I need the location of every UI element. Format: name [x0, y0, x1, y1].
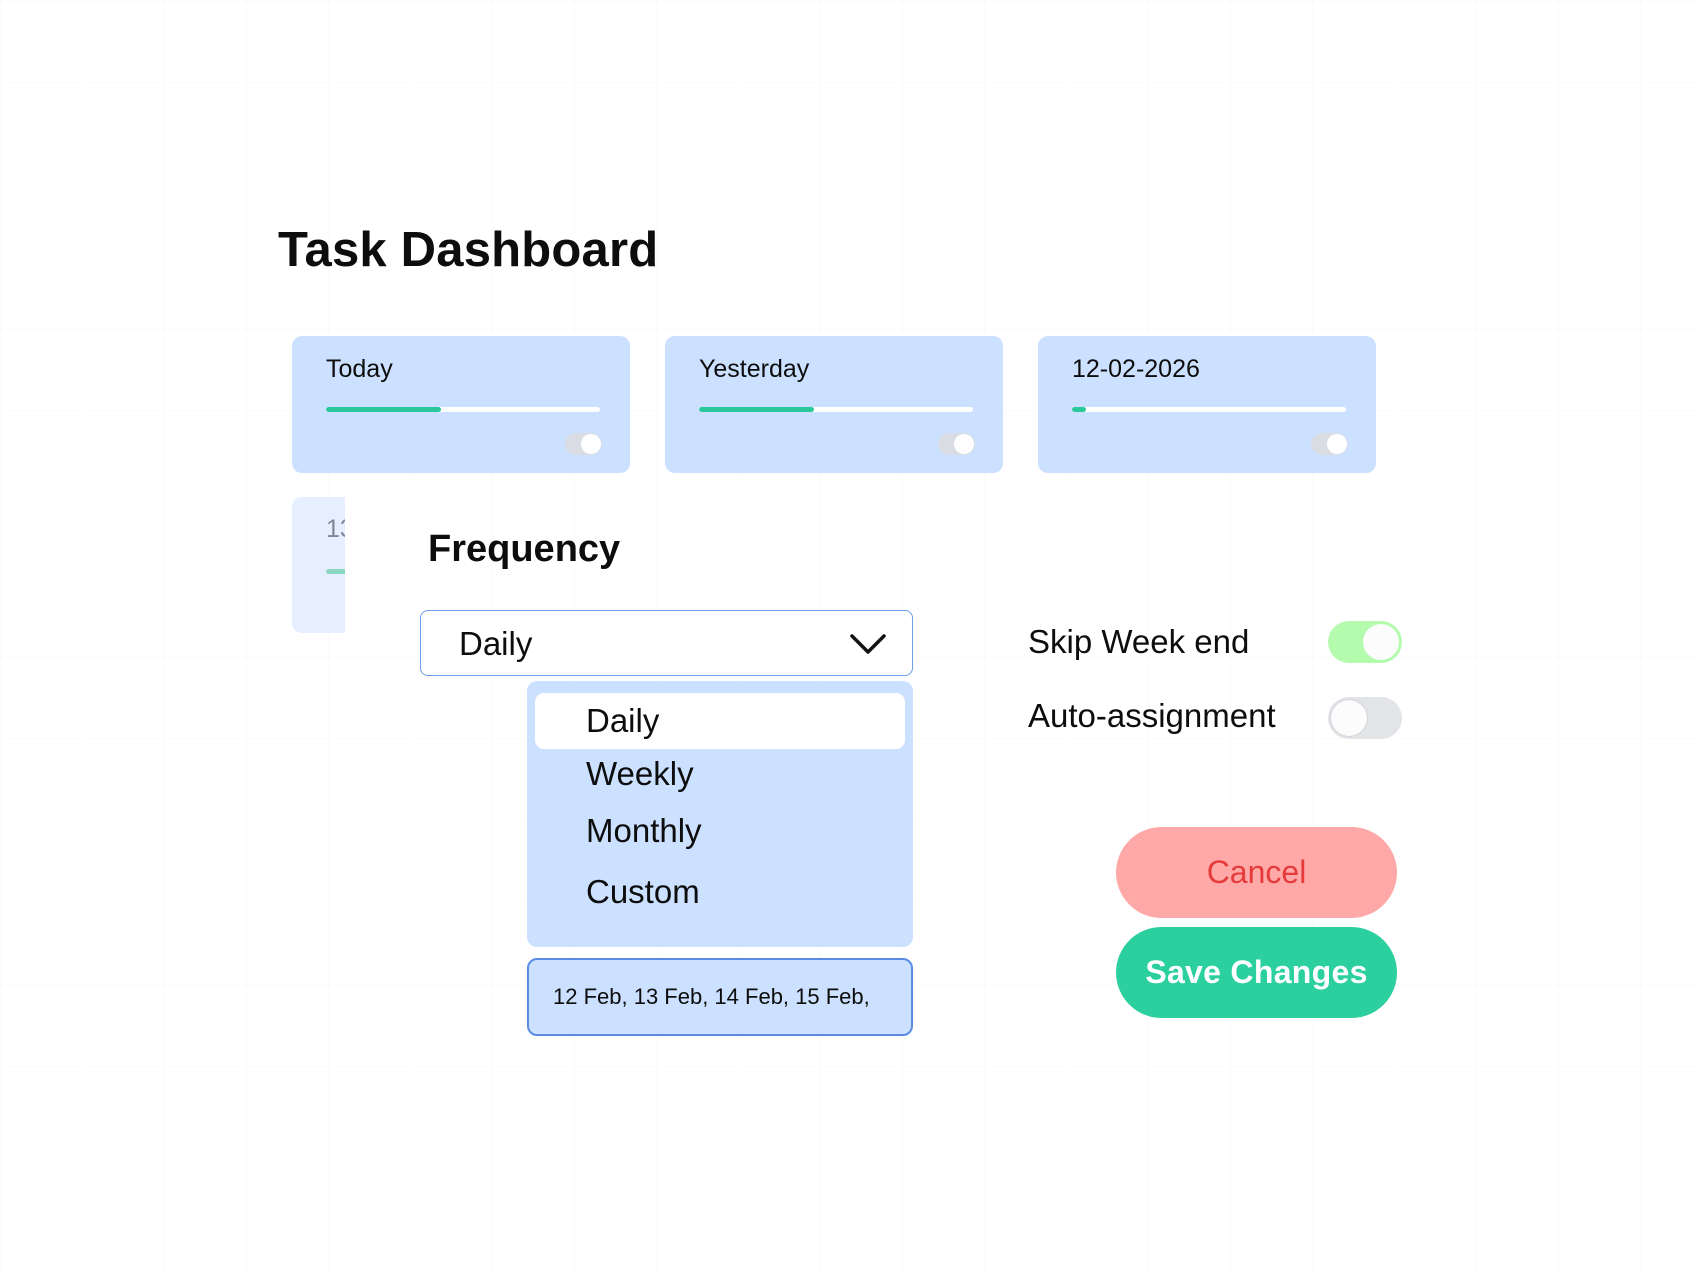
cancel-button[interactable]: Cancel	[1116, 827, 1397, 918]
frequency-option-custom[interactable]: Custom	[586, 873, 700, 910]
partial-task-card: 13	[292, 497, 345, 633]
skip-weekend-toggle[interactable]	[1328, 621, 1402, 663]
task-card-toggle[interactable]	[1311, 433, 1348, 455]
task-card-toggle[interactable]	[565, 433, 602, 455]
task-card-today[interactable]: Today	[292, 336, 630, 473]
page-title: Task Dashboard	[278, 223, 659, 277]
progress-bar	[699, 407, 973, 412]
auto-assignment-label: Auto-assignment	[1028, 697, 1276, 734]
frequency-option-weekly[interactable]: Weekly	[586, 755, 694, 792]
frequency-dropdown-menu: Daily Weekly Monthly Custom	[527, 681, 913, 947]
frequency-label: Frequency	[428, 528, 621, 570]
toggle-knob	[954, 434, 974, 454]
frequency-option-monthly[interactable]: Monthly	[586, 812, 702, 849]
task-card-toggle[interactable]	[938, 433, 975, 455]
task-card-label: Yesterday	[699, 355, 810, 383]
auto-assignment-toggle[interactable]	[1328, 697, 1402, 739]
task-card-date[interactable]: 12-02-2026	[1038, 336, 1376, 473]
progress-fill	[699, 407, 815, 412]
partial-progress-bar	[326, 569, 345, 574]
dates-field[interactable]: 12 Feb, 13 Feb, 14 Feb, 15 Feb,	[527, 958, 913, 1036]
toggle-knob	[1363, 624, 1399, 660]
frequency-selected-value: Daily	[459, 625, 533, 662]
toggle-knob	[1331, 700, 1367, 736]
skip-weekend-label: Skip Week end	[1028, 623, 1250, 660]
task-card-label: 12-02-2026	[1072, 355, 1200, 383]
frequency-select[interactable]: Daily	[420, 610, 913, 676]
toggle-knob	[581, 434, 601, 454]
chevron-down-icon	[850, 634, 886, 654]
progress-fill	[326, 407, 442, 412]
frequency-option-daily[interactable]: Daily	[535, 693, 905, 749]
task-card-label: Today	[326, 355, 393, 383]
toggle-knob	[1327, 434, 1347, 454]
partial-task-card-label: 13	[326, 515, 345, 543]
progress-bar	[326, 407, 600, 412]
save-changes-button[interactable]: Save Changes	[1116, 927, 1397, 1018]
progress-fill	[1072, 407, 1086, 412]
progress-bar	[1072, 407, 1346, 412]
task-card-yesterday[interactable]: Yesterday	[665, 336, 1003, 473]
